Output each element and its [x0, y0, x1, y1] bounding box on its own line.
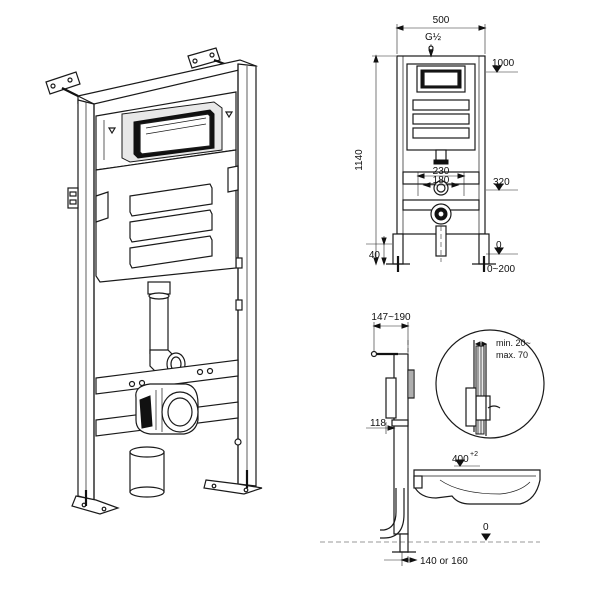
front-foot-label: 40 [369, 250, 381, 261]
front-spacing-outer-label: 230 [433, 166, 450, 177]
side-bowl-height-tolerance: +2 [470, 451, 478, 458]
waste-connector [135, 383, 199, 435]
front-waste-height-label: 320 [493, 177, 510, 188]
cistern [95, 91, 239, 283]
detail-circle [435, 329, 545, 439]
drain-pipe [129, 446, 165, 498]
front-floor-label: 0 [496, 240, 502, 251]
front-height-label: 1140 [354, 149, 365, 171]
side-bowl-height-label: 400 [452, 454, 469, 465]
front-width-label: 500 [433, 15, 450, 26]
front-connection-label: G½ [425, 32, 442, 43]
left-wall-bracket [45, 71, 81, 97]
side-wall-label-line1: min. 20~ [496, 338, 531, 348]
side-view: min. 20~ max. 70 147~190 118 400 +2 0 14… [320, 312, 545, 567]
right-foot [203, 470, 263, 495]
flush-pipe [147, 281, 186, 376]
side-depth-label: 147~190 [371, 312, 411, 323]
side-bottom-label: 140 or 160 [420, 556, 468, 567]
side-frame-offset-label: 118 [370, 418, 386, 429]
front-spacing-inner-label: 180 [433, 175, 450, 186]
front-view: 500 G½ 1140 1000 230 180 320 0 [354, 15, 518, 275]
isometric-frame [45, 47, 263, 515]
front-foot-adjust-label: 0~200 [487, 264, 516, 275]
front-flush-height-label: 1000 [492, 58, 515, 69]
left-foot [71, 490, 120, 515]
side-wall-label-line2: max. 70 [496, 350, 528, 360]
toilet-bowl [413, 469, 541, 505]
side-floor-label: 0 [483, 522, 489, 533]
